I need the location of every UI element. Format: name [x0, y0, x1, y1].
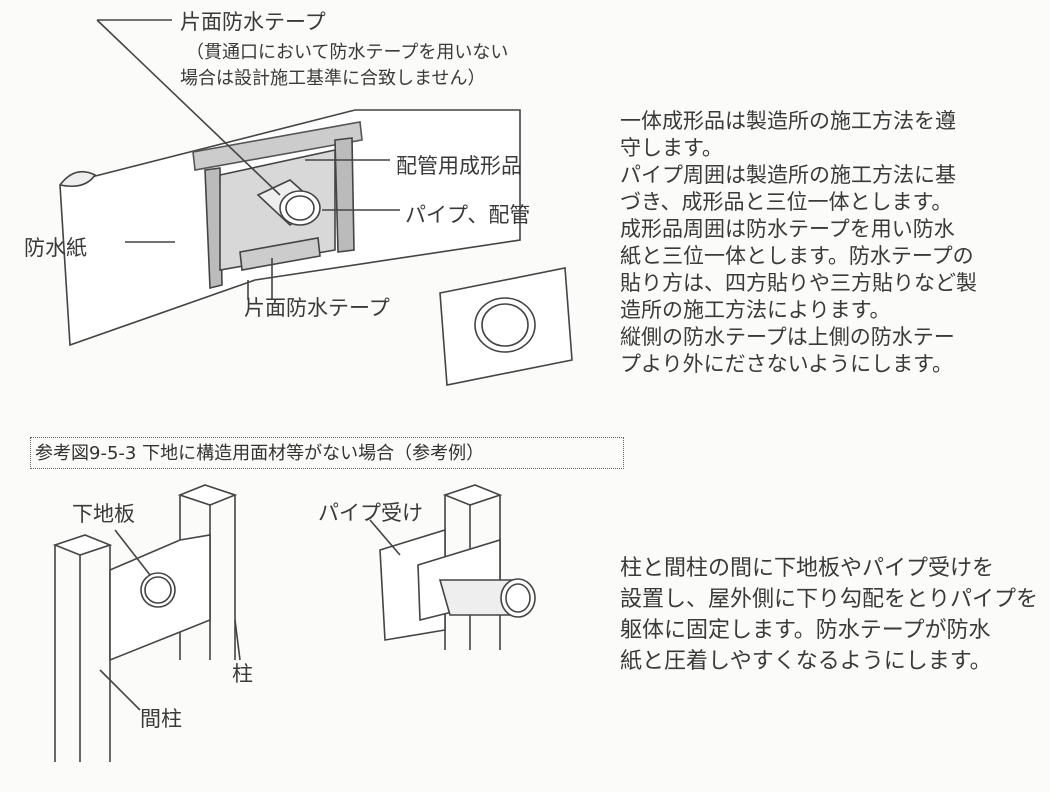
molded-plate-detail [439, 267, 573, 386]
text-line: 一体成形品は製造所の施工方法を遵 [620, 109, 956, 133]
tape-note-line2: 場合は設計施工基準に合致しません） [180, 68, 486, 89]
text-line: パイプ周囲は製造所の施工方法に基 [620, 163, 956, 187]
top-explanation: 一体成形品は製造所の施工方法を遵 守します。 パイプ周囲は製造所の施工方法に基 … [620, 108, 977, 378]
board-label: 下地板 [72, 502, 135, 526]
text-line: 柱と間柱の間に下地板やパイプ受けを [620, 556, 995, 581]
text-line: 貼り方は、四方貼りや三方貼りなど製 [620, 271, 977, 295]
pipe-holder-label: パイプ受け [318, 501, 423, 525]
tape-label-bottom: 片面防水テープ [244, 296, 390, 320]
reference-figure-caption: 参考図9-5-3 下地に構造用面材等がない場合（参考例） [30, 437, 624, 469]
tape-label-top: 片面防水テープ [180, 10, 326, 34]
text-line: 設置し、屋外側に下り勾配をとりパイプを [620, 587, 1039, 612]
molded-part-label: 配管用成形品 [396, 154, 522, 178]
waterproof-paper-illustration [59, 19, 521, 347]
pipe-label: パイプ、配管 [405, 203, 531, 227]
bottom-explanation: 柱と間柱の間に下地板やパイプ受けを 設置し、屋外側に下り勾配をとりパイプを 躯体… [620, 553, 1038, 677]
text-line: づき、成形品と三位一体とします。 [620, 190, 953, 214]
waterproof-paper-label: 防水紙 [24, 236, 87, 260]
board-between-posts-illustration [52, 484, 241, 762]
stud-label: 間柱 [140, 707, 182, 731]
tape-note-line1: （貫通口において防水テープを用いない [186, 42, 509, 63]
text-line: プより外にださないようにします。 [620, 352, 954, 376]
text-line: 守します。 [620, 136, 723, 160]
post-label: 柱 [232, 662, 253, 686]
text-line: 紙と圧着しやすくなるようにします。 [620, 649, 992, 674]
text-line: 躯体に固定します。防水テープが防水 [620, 618, 991, 643]
text-line: 造所の施工方法によります。 [620, 298, 891, 322]
text-line: 縦側の防水テープは上側の防水テー [620, 325, 955, 349]
text-line: 成形品周囲は防水テープを用い防水 [620, 217, 955, 241]
text-line: 紙と三位一体とします。防水テープの [620, 244, 974, 268]
pipe-holder-illustration [369, 484, 536, 650]
